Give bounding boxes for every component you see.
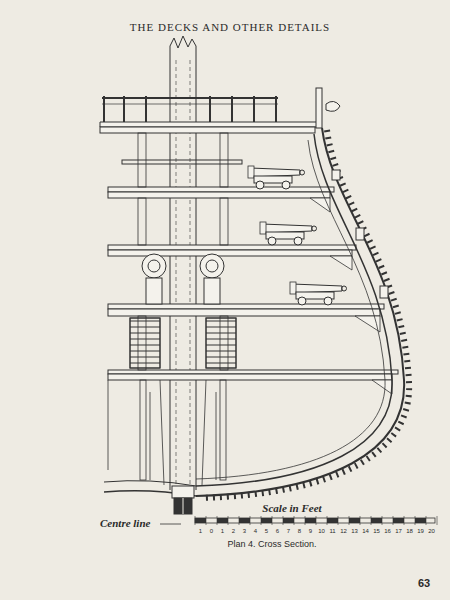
scale-tick: [382, 516, 383, 525]
scale-number: 4: [254, 528, 257, 534]
scale-tick: [239, 516, 240, 525]
figure-caption: Plan 4. Cross Section.: [227, 540, 316, 549]
scale-number: 5: [265, 528, 268, 534]
scale-tick: [195, 516, 196, 525]
scale-tick: [371, 516, 372, 525]
running-header: THE DECKS AND OTHER DETAILS: [130, 22, 330, 33]
scale-tick: [206, 516, 207, 525]
scale-number: 15: [373, 528, 380, 534]
scale-number: 1: [199, 528, 202, 534]
scale-tick: [404, 516, 405, 525]
scale-number: 12: [340, 528, 347, 534]
scale-number: 19: [417, 528, 424, 534]
scale-number: 8: [298, 528, 301, 534]
scale-tick: [349, 516, 350, 525]
scale-number: 14: [362, 528, 369, 534]
scale-tick: [228, 516, 229, 525]
centre-line-label: Centre line: [100, 518, 150, 529]
scale-tick: [437, 516, 438, 525]
scale-number: 6: [276, 528, 279, 534]
scale-tick: [360, 516, 361, 525]
scale-tick: [316, 516, 317, 525]
scale-tick: [250, 516, 251, 525]
scale-number: 18: [406, 528, 413, 534]
scale-number: 3: [243, 528, 246, 534]
scale-number: 9: [309, 528, 312, 534]
scale-number: 0: [210, 528, 213, 534]
scale-number: 1: [221, 528, 224, 534]
scale-title: Scale in Feet: [262, 503, 321, 514]
scale-number: 10: [318, 528, 325, 534]
scale-tick: [283, 516, 284, 525]
scale-tick: [426, 516, 427, 525]
scale-tick: [305, 516, 306, 525]
scale-number: 16: [384, 528, 391, 534]
scale-tick: [393, 516, 394, 525]
scale-tick: [294, 516, 295, 525]
scale-tick: [415, 516, 416, 525]
scale-tick: [272, 516, 273, 525]
scale-number: 11: [329, 528, 335, 534]
scale-tick: [327, 516, 328, 525]
page-number: 63: [418, 578, 430, 589]
scale-number: 2: [232, 528, 235, 534]
scale-tick: [338, 516, 339, 525]
scale-number: 17: [395, 528, 402, 534]
scale-number: 20: [428, 528, 435, 534]
scale-tick: [261, 516, 262, 525]
scale-number: 7: [287, 528, 290, 534]
scale-tick: [217, 516, 218, 525]
scale-number: 13: [351, 528, 358, 534]
